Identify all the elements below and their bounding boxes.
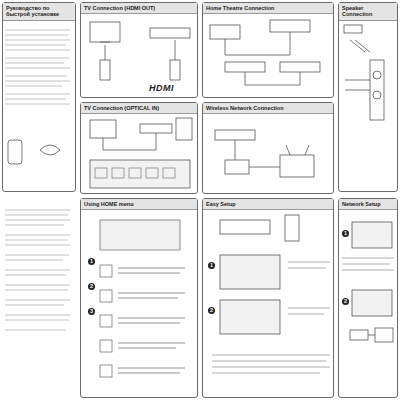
- guide-panel: TV Connection (OPTICAL IN): [80, 102, 198, 194]
- step-number: 1: [208, 262, 215, 269]
- panel-heading: Using HOME menu: [81, 199, 197, 210]
- step-number: 2: [342, 298, 349, 305]
- logo-text: HDMI: [148, 84, 175, 94]
- guide-panel: Using HOME menu: [80, 198, 198, 398]
- guide-panel: Speaker Connection: [338, 2, 398, 192]
- panel-heading: TV Connection (HDMI OUT): [81, 3, 197, 14]
- panel-heading: Speaker Connection: [339, 3, 397, 21]
- guide-panel: Wireless Network Connection: [202, 102, 334, 194]
- panel-heading: TV Connection (OPTICAL IN): [81, 103, 197, 114]
- guide-panel: Easy Setup: [202, 198, 334, 398]
- panel-heading: Wireless Network Connection: [203, 103, 333, 114]
- guide-panel: Руководство по быстрой установке: [2, 2, 76, 192]
- step-number: 3: [88, 308, 95, 315]
- panel-heading: Network Setup: [339, 199, 397, 210]
- step-number: 2: [88, 283, 95, 290]
- step-number: 1: [88, 258, 95, 265]
- guide-panel: Home Theatre Connection: [202, 2, 334, 98]
- guide-panel: TV Connection (HDMI OUT): [80, 2, 198, 98]
- panel-heading: Руководство по быстрой установке: [3, 3, 75, 21]
- panel-heading: Easy Setup: [203, 199, 333, 210]
- step-number: 1: [342, 230, 349, 237]
- step-number: 2: [208, 307, 215, 314]
- panel-heading: Home Theatre Connection: [203, 3, 333, 14]
